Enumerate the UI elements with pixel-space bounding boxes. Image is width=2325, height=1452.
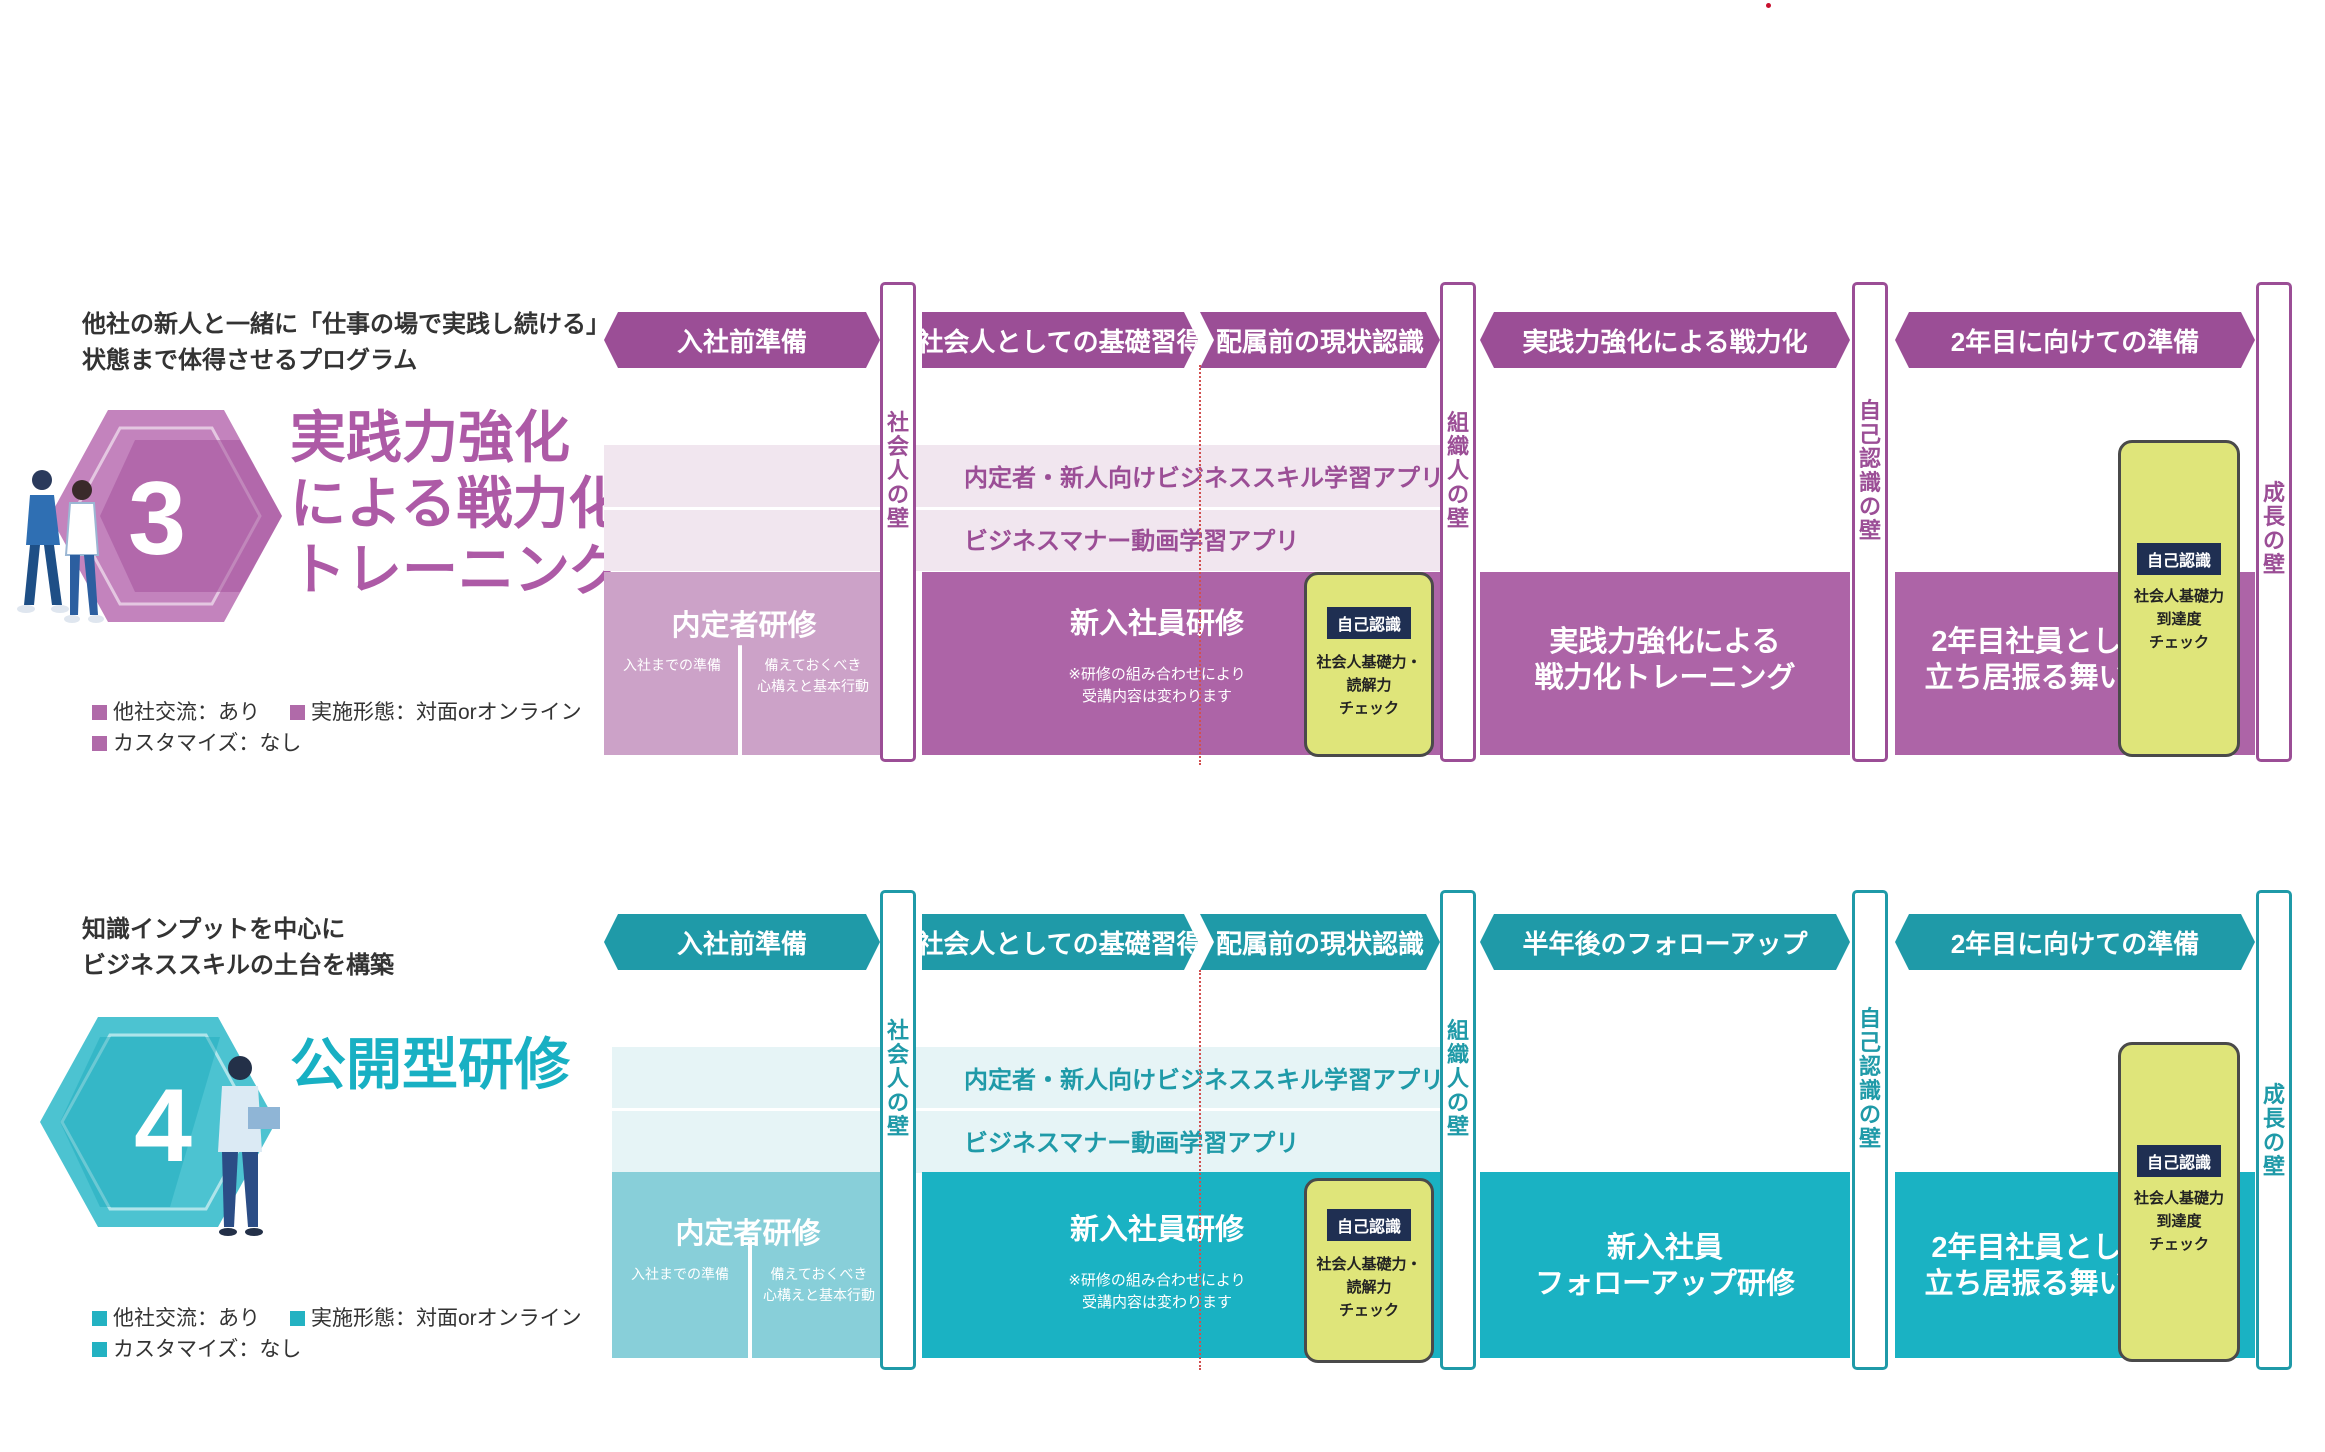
app-skill: 内定者・新人向けビジネススキル学習アプリ: [964, 1066, 1444, 1094]
program-number-hexagon: [50, 410, 282, 622]
program-tags: 他社交流：あり 実施形態：対面orオンライン カスタマイズ：なし: [92, 1303, 582, 1365]
block-main: 実践力強化による 戦力化トレーニング: [1480, 572, 1850, 755]
self-check-box-1: 自己認識 社会人基礎力・ 読解力 チェック: [1304, 1178, 1434, 1363]
main-block-title: 新入社員 フォローアップ研修: [1535, 1232, 1795, 1300]
phase-second-year: 2年目に向けての準備: [1895, 312, 2255, 368]
self-check-text: 社会人基礎力 到達度 チェック: [2133, 588, 2224, 651]
shinnyu-title: 新入社員研修: [1069, 608, 1244, 640]
wall-jikoninshiki: 自 己 認 識 の 壁: [1852, 890, 1888, 1370]
tag-square-icon: [92, 736, 107, 751]
app-manner: ビジネスマナー動画学習アプリ: [964, 1129, 1300, 1157]
tag-square-icon: [92, 705, 107, 720]
naitei-divider: [738, 645, 742, 755]
app-skill: 内定者・新人向けビジネススキル学習アプリ: [964, 464, 1444, 492]
phase-basic-skills: 社会人としての基礎習得: [922, 914, 1198, 970]
wall-label: 自 己 認 識 の 壁: [1858, 398, 1881, 543]
wall-soshikijin: 組 織 人 の 壁: [1440, 282, 1476, 762]
tag-format: 実施形態：対面orオンライン: [311, 701, 582, 724]
tag-customize: カスタマイズ：なし: [113, 732, 302, 755]
wall-shakaijin: 社 会 人 の 壁: [880, 282, 916, 762]
block-main: 新入社員 フォローアップ研修: [1480, 1172, 1850, 1358]
program-title: 公開型研修: [290, 1033, 570, 1096]
wall-label: 社 会 人 の 壁: [886, 410, 909, 531]
app-band-divider: [604, 507, 1440, 510]
app-band-divider: [612, 1108, 1442, 1111]
self-check-box-2: 自己認識 社会人基礎力 到達度 チェック: [2118, 1042, 2240, 1362]
self-check-box-2: 自己認識 社会人基礎力 到達度 チェック: [2118, 440, 2240, 757]
phase-main: 半年後のフォローアップ: [1480, 914, 1850, 970]
wall-shakaijin: 社 会 人 の 壁: [880, 890, 916, 1370]
phase-second-year: 2年目に向けての準備: [1895, 914, 2255, 970]
naitei-title: 内定者研修: [671, 610, 817, 642]
program-description: 他社の新人と一緒に「仕事の場で実践し続ける」 状態まで体得させるプログラム: [82, 311, 610, 374]
tag-exchange: 他社交流：あり: [113, 701, 260, 724]
main-block-title: 実践力強化による 戦力化トレーニング: [1534, 626, 1796, 694]
naitei-left-note: 入社までの準備: [631, 1266, 729, 1282]
program-4: 知識インプットを中心に ビジネススキルの土台を構築 4 公開型研修 他社交流：あ…: [0, 890, 2325, 1412]
phase-dotted-divider: [1199, 970, 1201, 1370]
self-check-label: 自己認識: [2136, 1145, 2222, 1177]
program-number: 4: [134, 1068, 192, 1184]
self-check-box-1: 自己認識 社会人基礎力・ 読解力 チェック: [1304, 572, 1434, 757]
program-description: 知識インプットを中心に ビジネススキルの土台を構築: [82, 916, 394, 979]
wall-label: 組 織 人 の 壁: [1446, 1018, 1469, 1139]
wall-seicho: 成 長 の 壁: [2256, 282, 2292, 762]
wall-label: 組 織 人 の 壁: [1446, 410, 1469, 531]
naitei-right-note: 備えておくべき 心構えと基本行動: [763, 1266, 875, 1303]
shinnyu-title: 新入社員研修: [1069, 1214, 1244, 1246]
tag-square-icon: [290, 705, 305, 720]
wall-label: 成 長 の 壁: [2262, 1082, 2285, 1179]
program-number: 3: [128, 461, 186, 577]
phase-pre-entry: 入社前準備: [604, 914, 880, 970]
wall-jikoninshiki: 自 己 認 識 の 壁: [1852, 282, 1888, 762]
shinnyu-note: ※研修の組み合わせにより 受講内容は変わります: [1068, 666, 1246, 705]
phase-basic-skills: 社会人としての基礎習得: [922, 312, 1198, 368]
self-check-text: 社会人基礎力・ 読解力 チェック: [1316, 654, 1422, 717]
wall-label: 成 長 の 壁: [2262, 480, 2285, 577]
naitei-title: 内定者研修: [675, 1218, 821, 1250]
self-check-label: 自己認識: [1326, 1209, 1412, 1241]
naitei-left-note: 入社までの準備: [623, 657, 721, 673]
wall-soshikijin: 組 織 人 の 壁: [1440, 890, 1476, 1370]
tag-square-icon: [290, 1311, 305, 1326]
program-number-hexagon: [40, 1017, 276, 1227]
phase-main: 実践力強化による戦力化: [1480, 312, 1850, 368]
phase-pre-assignment: 配属前の現状認識: [1200, 914, 1440, 970]
phase-pre-assignment: 配属前の現状認識: [1200, 312, 1440, 368]
tag-square-icon: [92, 1342, 107, 1357]
self-check-label: 自己認識: [2136, 543, 2222, 575]
phase-dotted-divider: [1199, 365, 1201, 765]
tag-format: 実施形態：対面orオンライン: [311, 1307, 582, 1330]
self-check-label: 自己認識: [1326, 607, 1412, 639]
tag-customize: カスタマイズ：なし: [113, 1338, 302, 1361]
self-check-text: 社会人基礎力 到達度 チェック: [2133, 1190, 2224, 1253]
walking-people-icon: [17, 470, 104, 623]
tag-square-icon: [92, 1311, 107, 1326]
self-check-text: 社会人基礎力・ 読解力 チェック: [1316, 1256, 1422, 1319]
program-tags: 他社交流：あり 実施形態：対面orオンライン カスタマイズ：なし: [92, 697, 582, 759]
shinnyu-note: ※研修の組み合わせにより 受講内容は変わります: [1068, 1272, 1246, 1311]
app-manner: ビジネスマナー動画学習アプリ: [964, 527, 1300, 555]
program-3: 他社の新人と一緒に「仕事の場で実践し続ける」 状態まで体得させるプログラム 3 …: [0, 282, 2325, 805]
laptop-person-icon: [218, 1056, 280, 1236]
phase-pre-entry: 入社前準備: [604, 312, 880, 368]
naitei-right-note: 備えておくべき 心構えと基本行動: [757, 657, 869, 694]
red-dot: [1766, 3, 1771, 8]
naitei-divider: [748, 1240, 752, 1358]
tag-exchange: 他社交流：あり: [113, 1307, 260, 1330]
wall-label: 社 会 人 の 壁: [886, 1018, 909, 1139]
wall-seicho: 成 長 の 壁: [2256, 890, 2292, 1370]
block-naitei: 内定者研修: [604, 572, 884, 755]
program-title: 実践力強化 による戦力化 トレーニング: [290, 406, 626, 601]
wall-label: 自 己 認 識 の 壁: [1858, 1006, 1881, 1151]
